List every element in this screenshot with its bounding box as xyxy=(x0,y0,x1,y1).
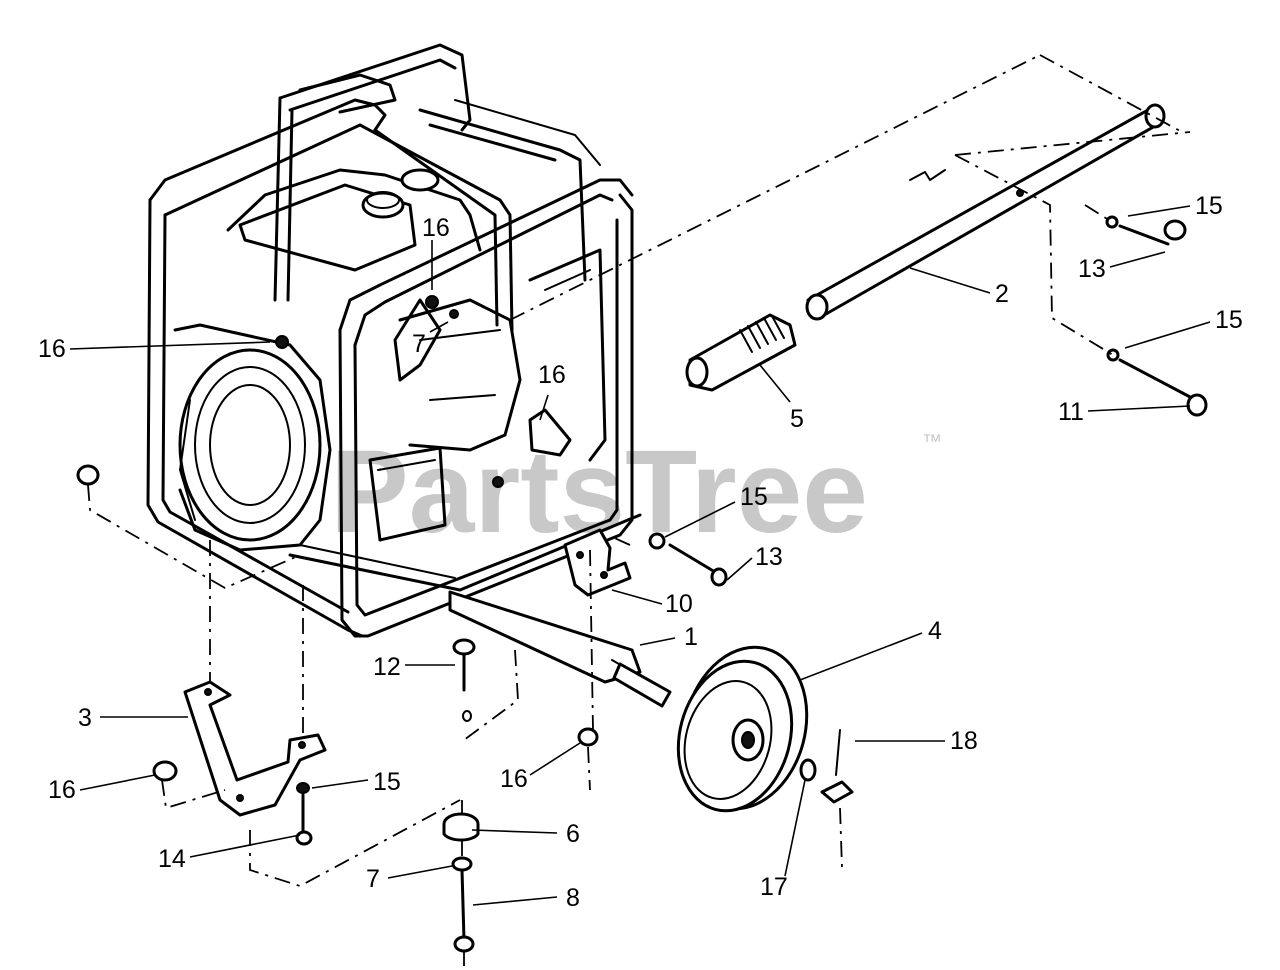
callout-15-lower: 15 xyxy=(373,768,401,796)
callout-10: 10 xyxy=(665,590,693,618)
wheel xyxy=(676,645,809,813)
callout-1: 1 xyxy=(684,623,698,651)
leader-lines xyxy=(69,205,1211,906)
callout-13-bracket: 13 xyxy=(755,543,783,571)
hardware-top-right xyxy=(1105,215,1208,417)
callout-16-engine-top: 16 xyxy=(422,214,450,242)
callout-3: 3 xyxy=(78,704,92,732)
callout-17: 17 xyxy=(760,873,788,901)
callout-18: 18 xyxy=(950,727,978,755)
callout-14: 14 xyxy=(158,845,186,873)
callout-2: 2 xyxy=(995,280,1009,308)
generator-frame-assembly xyxy=(146,43,642,638)
callout-15-top-right: 15 xyxy=(1195,192,1223,220)
callout-11: 11 xyxy=(1058,398,1084,426)
callout-15-bracket: 15 xyxy=(740,483,768,511)
callout-16-frame-right: 16 xyxy=(538,361,566,389)
nut-left xyxy=(76,464,100,486)
assembly-lines xyxy=(87,54,1191,968)
callout-6: 6 xyxy=(566,820,580,848)
callout-16-left: 16 xyxy=(38,335,66,363)
lower-hardware xyxy=(442,638,599,953)
callout-4: 4 xyxy=(928,617,942,645)
trademark-symbol: ™ xyxy=(922,431,942,453)
mount-bracket-3 xyxy=(152,680,327,846)
callout-16-lower-left: 16 xyxy=(48,776,76,804)
callout-7-engine: 7 xyxy=(412,330,426,358)
axle-rail xyxy=(448,590,672,708)
handle-grip xyxy=(685,313,797,392)
callout-13-top-right: 13 xyxy=(1078,255,1106,283)
axle-hardware xyxy=(799,729,854,804)
handle-tube xyxy=(805,103,1166,321)
callout-5: 5 xyxy=(790,405,804,433)
callout-12: 12 xyxy=(373,653,401,681)
callout-7-lower: 7 xyxy=(366,865,380,893)
callout-16-lower-mid: 16 xyxy=(500,765,528,793)
bracket-10 xyxy=(563,528,728,597)
callout-numbers: 15 13 2 15 11 5 16 7 16 16 15 13 10 1 4 … xyxy=(38,192,1243,912)
callout-15-mid-right: 15 xyxy=(1215,306,1243,334)
callout-8: 8 xyxy=(566,884,580,912)
